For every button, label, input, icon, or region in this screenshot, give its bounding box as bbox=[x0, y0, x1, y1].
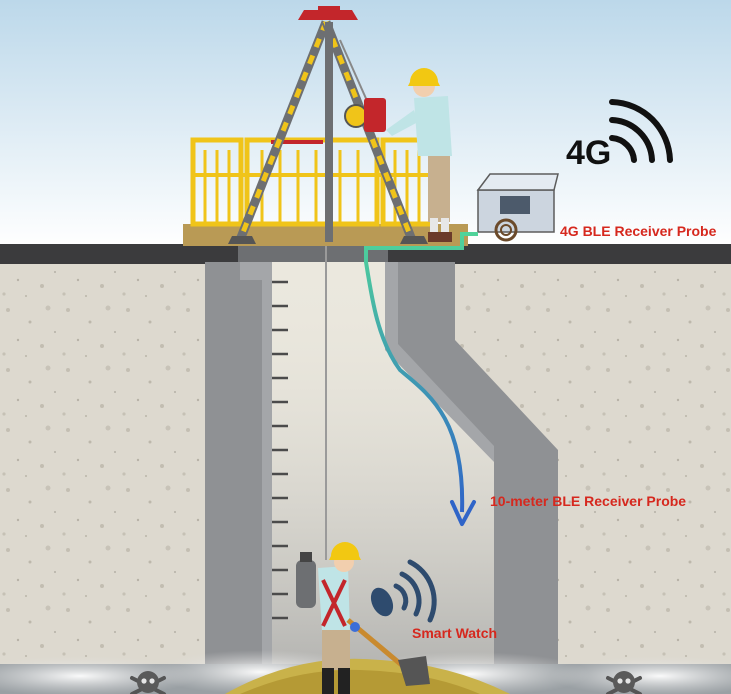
underground-worker bbox=[296, 542, 430, 694]
rescue-tripod bbox=[228, 6, 428, 244]
shaft-wall-right bbox=[385, 262, 558, 664]
smart-watch-icon bbox=[370, 587, 394, 617]
ladder-rungs bbox=[272, 280, 288, 620]
wifi-signal-icon bbox=[609, 99, 673, 163]
underground-probe-label: 10-meter BLE Receiver Probe bbox=[490, 493, 686, 509]
shaft-wall-left bbox=[205, 262, 272, 664]
cable-arrow-icon bbox=[450, 500, 476, 526]
smart-watch-signal bbox=[370, 559, 437, 623]
network-label: 4G bbox=[566, 134, 611, 172]
bluetooth-wave-icon bbox=[393, 559, 437, 623]
skull-crossbones-icon bbox=[606, 671, 642, 694]
surface-probe-label: 4G BLE Receiver Probe bbox=[560, 223, 717, 239]
skull-crossbones-icon bbox=[130, 671, 166, 694]
4g-receiver-box bbox=[476, 173, 559, 242]
surface-worker bbox=[386, 68, 452, 242]
probe-cable bbox=[364, 232, 478, 513]
smart-watch-label: Smart Watch bbox=[412, 625, 497, 641]
